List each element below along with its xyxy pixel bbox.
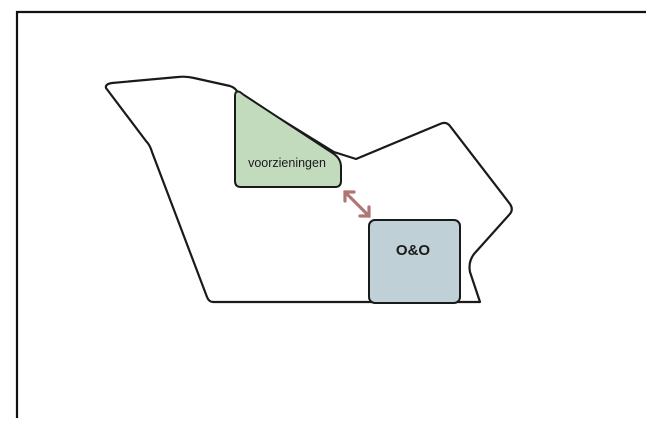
- frame-border: [15, 10, 646, 418]
- zone-voorzieningen: [234, 90, 342, 188]
- zone-label-oeno: O&O: [396, 242, 431, 259]
- zone-oeno: [368, 219, 461, 304]
- zone-label-voorzieningen: voorzieningen: [248, 156, 326, 170]
- site-outline: [104, 75, 513, 304]
- connector-double-arrow: [343, 190, 371, 218]
